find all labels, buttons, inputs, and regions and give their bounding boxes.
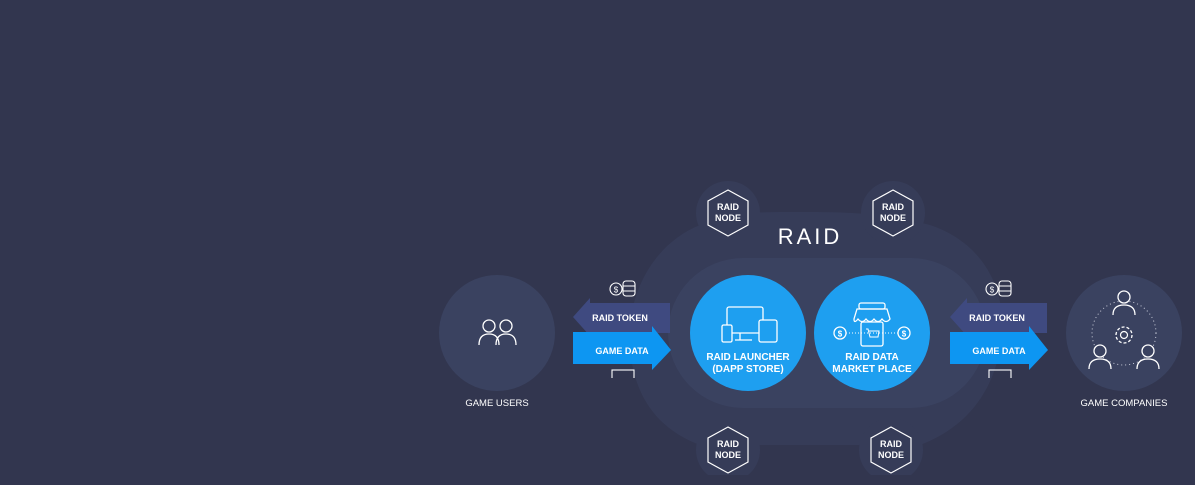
raid-logo: RAID xyxy=(777,224,843,249)
marketplace-sublabel: MARKET PLACE xyxy=(832,364,912,375)
document-icon xyxy=(611,369,635,378)
store-icon: $ $ xyxy=(833,302,911,347)
right-game-data-label: GAME DATA xyxy=(972,346,1026,356)
company-network-icon xyxy=(1088,290,1160,370)
svg-text:$: $ xyxy=(902,330,907,339)
game-users xyxy=(439,275,555,391)
game-data-arrow-right xyxy=(573,326,671,370)
raid-token-arrow-left xyxy=(950,298,1047,336)
launcher-sublabel: (DAPP STORE) xyxy=(712,364,784,375)
hexagon-icon xyxy=(707,189,749,237)
left-game-data-label: GAME DATA xyxy=(595,346,649,356)
left-flow-arrows: $ xyxy=(573,280,671,378)
node-label: NODE xyxy=(877,450,904,460)
right-raid-token-label: RAID TOKEN xyxy=(969,313,1025,323)
raid-token-arrow-left xyxy=(573,298,670,336)
node-label: NODE xyxy=(714,450,741,460)
devices-icon xyxy=(721,306,778,343)
game-data-arrow-right xyxy=(950,326,1048,370)
game-companies-label: GAME COMPANIES xyxy=(1080,398,1168,409)
coins-icon: $ xyxy=(609,280,636,297)
hexagon-icon xyxy=(872,189,914,237)
left-raid-token-label: RAID TOKEN xyxy=(592,313,648,323)
marketplace-label: RAID DATA xyxy=(845,352,899,363)
game-companies xyxy=(1066,275,1182,391)
node-label: RAID xyxy=(880,439,902,449)
node-label: NODE xyxy=(714,213,741,223)
svg-text:$: $ xyxy=(614,286,619,295)
game-users-label: GAME USERS xyxy=(465,398,529,409)
right-flow-arrows: $ xyxy=(950,280,1048,378)
raid-network-background xyxy=(668,258,986,408)
node-label: RAID xyxy=(882,202,904,212)
svg-text:$: $ xyxy=(838,330,843,339)
coins-icon: $ xyxy=(985,280,1012,297)
hexagon-icon xyxy=(870,426,912,474)
node-label: NODE xyxy=(879,213,906,223)
svg-text:$: $ xyxy=(990,286,995,295)
hexagon-icon xyxy=(707,426,749,474)
document-icon xyxy=(988,369,1012,378)
launcher-label: RAID LAUNCHER xyxy=(706,352,790,363)
node-label: RAID xyxy=(717,439,739,449)
node-label: RAID xyxy=(717,202,739,212)
users-icon xyxy=(478,319,517,346)
raid-launcher: RAID LAUNCHER(DAPP STORE) xyxy=(690,275,806,391)
